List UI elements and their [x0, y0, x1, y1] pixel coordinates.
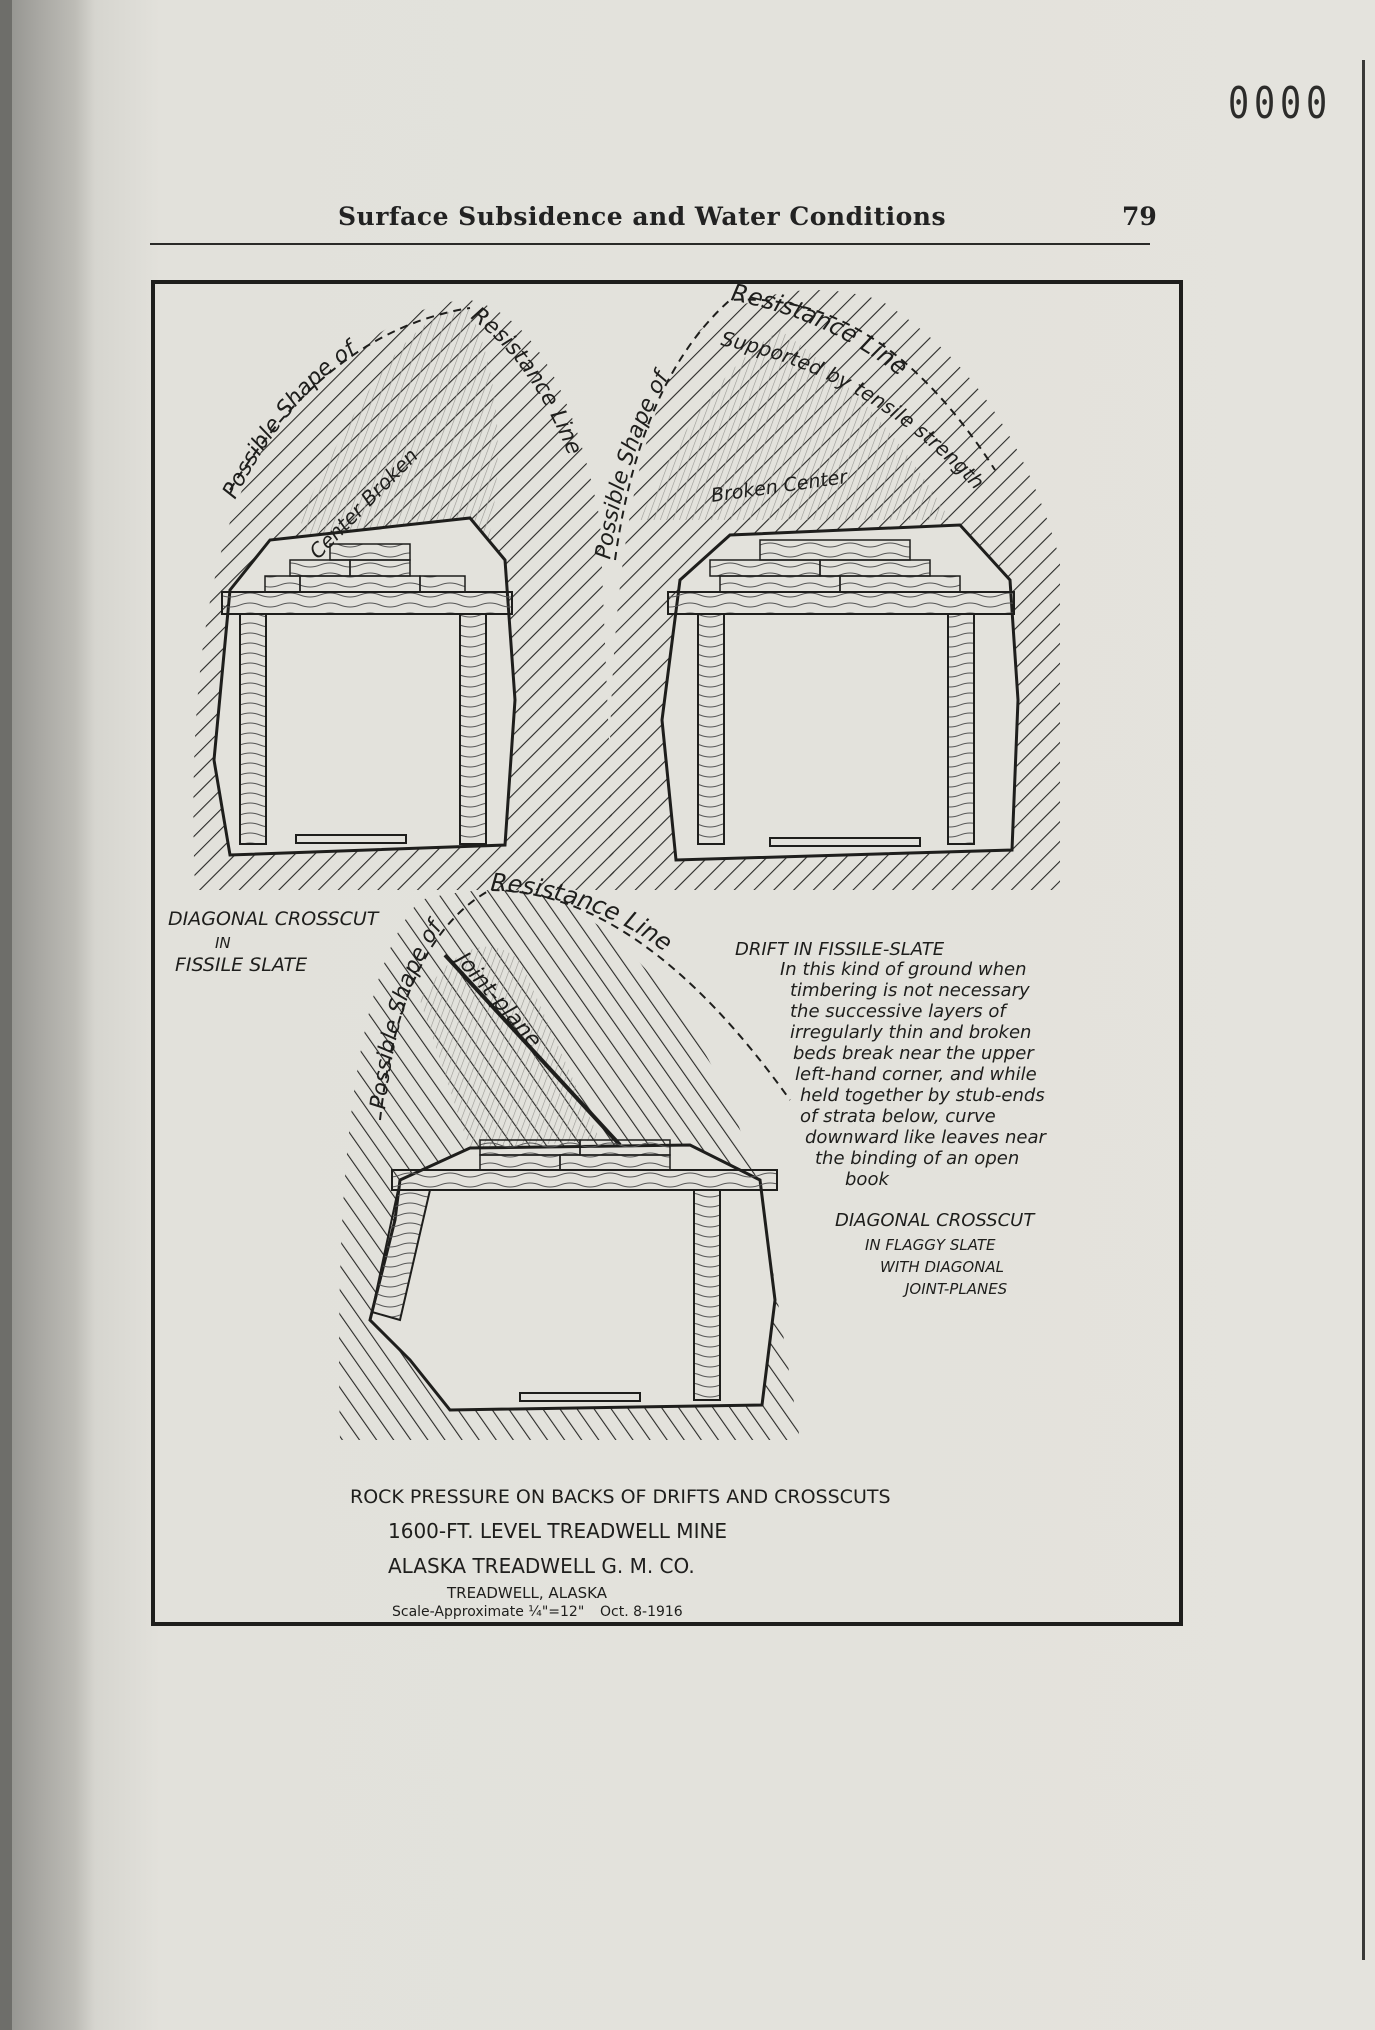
svg-text:ROCK PRESSURE ON BACKS OF DRIF: ROCK PRESSURE ON BACKS OF DRIFTS AND CRO… [350, 1486, 891, 1508]
svg-text:IN: IN [215, 934, 231, 952]
figure-frame [151, 280, 1183, 1626]
label-diagonal-crosscut-flaggy: DIAGONAL CROSSCUT IN FLAGGY SLATE WITH D… [835, 1210, 1036, 1298]
svg-text:FISSILE SLATE: FISSILE SLATE [175, 954, 307, 976]
svg-text:TREADWELL, ALASKA: TREADWELL, ALASKA [446, 1584, 608, 1602]
svg-text:downward like leaves near: downward like leaves near [805, 1127, 1048, 1148]
svg-text:Oct. 8-1916: Oct. 8-1916 [600, 1604, 683, 1620]
track [769, 837, 921, 847]
lagging [709, 539, 961, 593]
svg-text:irregularly thin and broken: irregularly thin and broken [790, 1022, 1031, 1043]
lagging [479, 1139, 671, 1171]
svg-text:DRIFT IN FISSILE-SLATE: DRIFT IN FISSILE-SLATE [735, 939, 945, 960]
page-stamp: 0000 [1228, 78, 1332, 129]
cap-timber [221, 591, 513, 615]
svg-text:the binding of an open: the binding of an open [815, 1148, 1019, 1169]
svg-text:ALASKA TREADWELL G. M. CO.: ALASKA TREADWELL G. M. CO. [388, 1554, 695, 1578]
drawing-diagonal-crosscut-fissile: Possible Shape of Resistance Line Center… [193, 300, 616, 890]
post-right [947, 613, 975, 845]
header-rule [150, 243, 1150, 245]
lagging [264, 543, 466, 593]
joint-plane-line [443, 953, 622, 1147]
svg-text:Scale-Approximate ¼"=12": Scale-Approximate ¼"=12" [392, 1604, 584, 1620]
post-left [239, 613, 267, 845]
page-number: 79 [1122, 202, 1157, 231]
figure-caption: ROCK PRESSURE ON BACKS OF DRIFTS AND CRO… [350, 1486, 891, 1620]
svg-text:held together by stub-ends: held together by stub-ends [800, 1085, 1045, 1106]
post-left [370, 1189, 432, 1322]
label-drift-fissile-slate: DRIFT IN FISSILE-SLATE In this kind of g… [735, 939, 1048, 1190]
label-diagonal-crosscut-fissile: DIAGONAL CROSSCUT IN FISSILE SLATE [168, 908, 380, 976]
svg-text:book: book [845, 1169, 890, 1190]
svg-text:DIAGONAL CROSSCUT: DIAGONAL CROSSCUT [835, 1210, 1036, 1231]
svg-text:the successive layers of: the successive layers of [790, 1001, 1008, 1022]
track [295, 834, 407, 844]
cap-timber [667, 591, 1015, 615]
svg-text:of strata below, curve: of strata below, curve [800, 1106, 996, 1127]
drawing-diagonal-crosscut-flaggy: Possible Shape of Resistance Line Joint-… [339, 868, 800, 1440]
broken-zone [640, 330, 950, 520]
page-edge-line [1362, 60, 1365, 1960]
svg-text:JOINT-PLANES: JOINT-PLANES [902, 1280, 1008, 1298]
post-right [693, 1189, 721, 1401]
binding-edge [0, 0, 12, 2030]
svg-text:DIAGONAL CROSSCUT: DIAGONAL CROSSCUT [168, 908, 380, 930]
svg-text:IN FLAGGY SLATE: IN FLAGGY SLATE [865, 1236, 996, 1254]
svg-text:timbering is not necessary: timbering is not necessary [790, 980, 1030, 1001]
post-left [697, 613, 725, 845]
svg-text:left-hand corner, and while: left-hand corner, and while [795, 1064, 1037, 1085]
svg-text:WITH DIAGONAL: WITH DIAGONAL [880, 1258, 1004, 1276]
track [519, 1392, 641, 1402]
post-right [459, 613, 487, 845]
broken-zone [420, 946, 600, 1150]
running-head: Surface Subsidence and Water Conditions [338, 202, 947, 231]
svg-text:In this kind of ground when: In this kind of ground when [780, 959, 1026, 980]
drawing-drift-fissile-slate: Possible Shape of Resistance Line Suppor… [591, 278, 1060, 890]
svg-text:beds break near the upper: beds break near the upper [793, 1043, 1035, 1064]
cap-timber [391, 1169, 778, 1191]
svg-text:1600-FT. LEVEL TREADWELL MINE: 1600-FT. LEVEL TREADWELL MINE [388, 1519, 727, 1543]
